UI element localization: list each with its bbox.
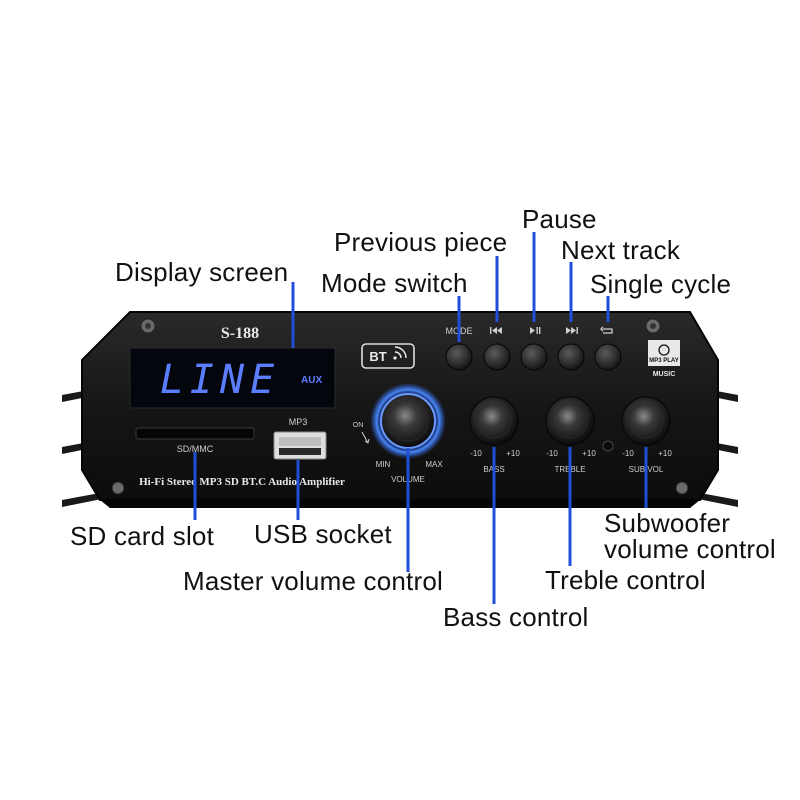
mp3-play-badge: MP3 PLAY MUSIC	[648, 340, 680, 378]
screw-icon	[111, 318, 689, 495]
sub-min-label: -10	[622, 449, 634, 458]
display-aux-tag: AUX	[301, 375, 322, 386]
svg-text:MP3 PLAY: MP3 PLAY	[649, 358, 678, 364]
treble-knob[interactable]	[545, 396, 595, 446]
display-text: LINE	[160, 357, 280, 403]
control-buttons	[445, 343, 622, 371]
next-icon	[566, 327, 578, 334]
callout-next-track: Next track	[561, 235, 681, 265]
callout-bass-control: Bass control	[443, 602, 589, 632]
volume-min-label: MIN	[376, 460, 391, 469]
usb-socket[interactable]	[273, 431, 327, 460]
next-button[interactable]	[557, 343, 585, 371]
bass-knob[interactable]	[469, 396, 519, 446]
callout-subwoofer-line2: volume control	[604, 534, 776, 564]
treble-min-label: -10	[546, 449, 558, 458]
callout-treble-control: Treble control	[545, 565, 706, 595]
repeat-icon	[600, 326, 613, 334]
callout-display-screen: Display screen	[115, 257, 289, 287]
callout-single-cycle: Single cycle	[590, 269, 732, 299]
sub-max-label: +10	[658, 449, 672, 458]
pause-button[interactable]	[520, 343, 548, 371]
previous-button[interactable]	[483, 343, 511, 371]
display-screen	[129, 347, 336, 409]
callout-previous-piece: Previous piece	[334, 227, 508, 257]
indicator-led	[602, 440, 614, 452]
callout-subwoofer-line1: Subwoofer	[604, 508, 731, 538]
callout-pause: Pause	[522, 204, 597, 234]
callout-master-volume: Master volume control	[183, 566, 443, 596]
callout-subwoofer-volume: Subwoofer volume control	[604, 510, 776, 562]
volume-max-label: MAX	[425, 460, 443, 469]
sd-slot-label: SD/MMC	[177, 444, 214, 454]
bass-max-label: +10	[506, 449, 520, 458]
callout-sd-card-slot: SD card slot	[70, 521, 215, 551]
single-cycle-button[interactable]	[594, 343, 622, 371]
model-label: S-188	[221, 325, 259, 342]
usb-label: MP3	[289, 417, 308, 427]
mode-button[interactable]	[445, 343, 473, 371]
subwoofer-volume-knob[interactable]	[621, 396, 671, 446]
front-caption: Hi-Fi Stereo MP3 SD BT.C Audio Amplifier	[139, 476, 345, 488]
treble-max-label: +10	[582, 449, 596, 458]
play-pause-icon	[530, 327, 541, 334]
sd-card-slot[interactable]	[135, 427, 255, 440]
svg-text:BT: BT	[369, 349, 386, 364]
callout-mode-switch: Mode switch	[321, 268, 468, 298]
bass-min-label: -10	[470, 449, 482, 458]
callout-lines	[193, 232, 648, 604]
callout-usb-socket: USB socket	[254, 519, 392, 549]
prev-icon	[490, 327, 502, 334]
master-volume-knob[interactable]	[370, 383, 446, 459]
bluetooth-badge: BT	[361, 343, 415, 369]
svg-text:MUSIC: MUSIC	[653, 371, 676, 378]
power-arrow-icon	[361, 431, 370, 444]
volume-on-label: ON	[353, 422, 364, 429]
